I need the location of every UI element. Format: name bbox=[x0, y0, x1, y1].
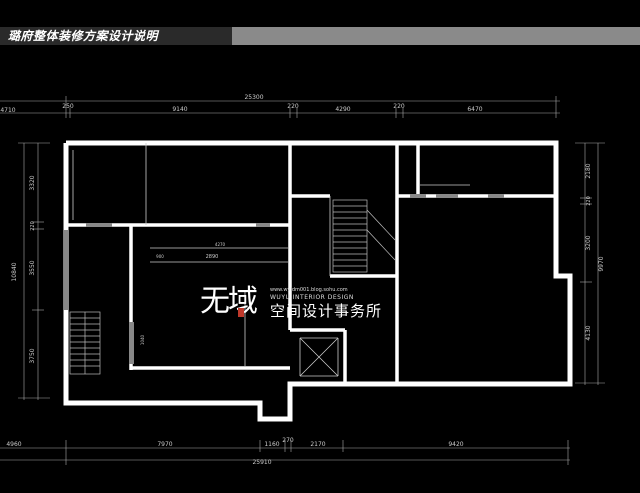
top-seg-1: 4710 bbox=[0, 107, 15, 114]
top-seg-7: 6470 bbox=[467, 106, 482, 113]
right-dimension bbox=[575, 142, 605, 385]
right-seg-2: 220 bbox=[586, 196, 592, 206]
logo-english: WUYU INTERIOR DESIGN bbox=[270, 294, 354, 301]
page-title: 璐府整体装修方案设计说明 bbox=[8, 29, 159, 43]
top-seg-2: 250 bbox=[62, 103, 74, 110]
bottom-seg-5: 2170 bbox=[310, 441, 325, 448]
interior-dim-3: 900 bbox=[156, 254, 164, 259]
interior-dim-2: 4270 bbox=[215, 242, 226, 247]
right-seg-4: 4130 bbox=[585, 325, 592, 340]
logo-url: www.wyidm001.blog.sohu.com bbox=[270, 287, 348, 293]
thin-lines bbox=[72, 143, 470, 377]
interior-dim-4: 1040 bbox=[140, 334, 145, 345]
left-seg-2: 220 bbox=[30, 221, 36, 231]
interior-dim-1: 2890 bbox=[206, 254, 219, 260]
top-seg-3: 9140 bbox=[172, 106, 187, 113]
bottom-dimension bbox=[0, 440, 570, 465]
bottom-seg-2: 7970 bbox=[157, 441, 172, 448]
top-total-label: 25300 bbox=[244, 94, 263, 101]
right-seg-1: 2180 bbox=[585, 163, 592, 178]
top-dimension bbox=[0, 96, 560, 118]
top-seg-5: 4290 bbox=[335, 106, 350, 113]
top-seg-4: 220 bbox=[287, 103, 299, 110]
left-dimension bbox=[18, 142, 50, 400]
hatched-walls bbox=[64, 194, 504, 364]
left-seg-4: 3750 bbox=[29, 348, 36, 363]
bottom-seg-4: 270 bbox=[282, 437, 294, 444]
staircase bbox=[332, 199, 396, 273]
left-seg-3: 3550 bbox=[29, 260, 36, 275]
logo-red-mark bbox=[238, 308, 244, 317]
left-total-label: 10840 bbox=[11, 262, 18, 281]
outer-walls bbox=[63, 140, 573, 422]
bottom-seg-6: 9420 bbox=[448, 441, 463, 448]
right-total-label: 9970 bbox=[598, 256, 605, 271]
title-bar-dark bbox=[0, 27, 232, 45]
logo-chinese: 空间设计事务所 bbox=[270, 302, 383, 320]
logo-wordmark: 无域 bbox=[200, 284, 258, 319]
top-seg-6: 220 bbox=[393, 103, 405, 110]
right-seg-3: 3200 bbox=[585, 235, 592, 250]
left-stairs bbox=[69, 311, 101, 375]
bottom-seg-3: 1160 bbox=[264, 441, 279, 448]
bottom-total-label: 25910 bbox=[252, 459, 271, 466]
studio-logo: 无域 www.wyidm001.blog.sohu.com WUYU INTER… bbox=[196, 278, 416, 348]
left-seg-1: 3320 bbox=[29, 175, 36, 190]
bottom-seg-1: 4960 bbox=[6, 441, 21, 448]
